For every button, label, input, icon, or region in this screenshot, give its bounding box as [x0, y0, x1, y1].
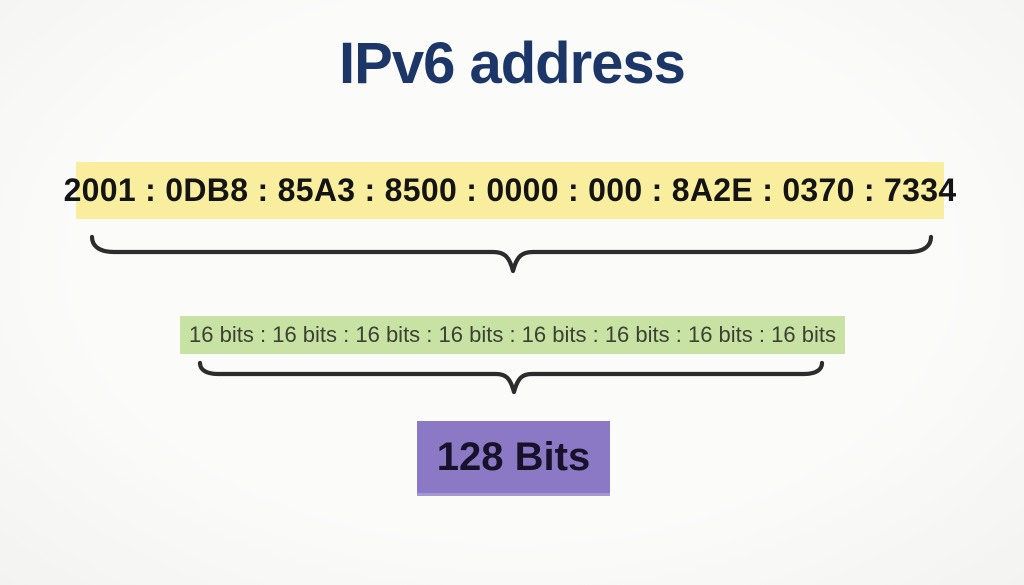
- underbrace-address-icon: [89, 234, 934, 274]
- page-title: IPv6 address: [339, 31, 686, 96]
- ipv6-address-text: 2001 : 0DB8 : 85A3 : 8500 : 0000 : 000 :…: [63, 172, 957, 208]
- total-bits-box: 128 Bits: [417, 421, 610, 496]
- ipv6-address-box: 2001 : 0DB8 : 85A3 : 8500 : 0000 : 000 :…: [64, 162, 956, 219]
- total-bits-text: 128 Bits: [436, 434, 591, 479]
- bits-breakdown-text: 16 bits : 16 bits : 16 bits : 16 bits : …: [189, 322, 836, 347]
- bits-breakdown-box: 16 bits : 16 bits : 16 bits : 16 bits : …: [180, 316, 845, 354]
- underbrace-bits-icon: [197, 360, 825, 395]
